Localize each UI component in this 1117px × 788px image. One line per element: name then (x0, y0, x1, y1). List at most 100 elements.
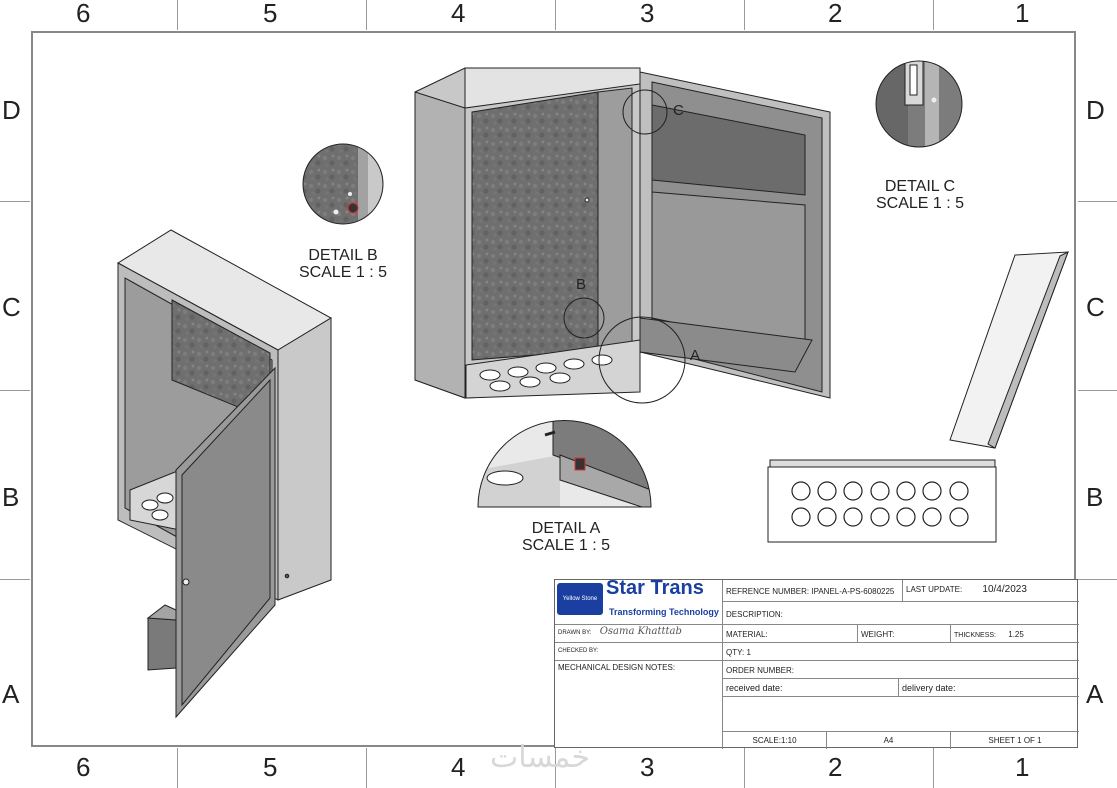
logo-badge: Yellow Stone (557, 583, 603, 615)
watermark: خمسات (490, 740, 591, 775)
logo-cell: Yellow Stone Star Trans Transforming Tec… (555, 577, 723, 625)
zone-row-d-left: D (2, 95, 21, 125)
blank-cell (723, 697, 1079, 732)
detail-a-view (478, 420, 651, 507)
received-cell: received date: (723, 679, 899, 697)
qty-label: QTY: (726, 648, 745, 657)
callout-letter-c: C (673, 102, 684, 119)
drawn-by-label: DRAWN BY: (558, 630, 592, 636)
qty-cell: QTY: 1 (723, 643, 1079, 661)
zone-col-2-top: 2 (828, 0, 843, 28)
zone-col-1-bottom: 1 (1015, 752, 1030, 782)
callout-letter-a: A (690, 347, 701, 364)
weight-cell: WEIGHT: (858, 625, 951, 643)
detail-b-label: DETAIL B SCALE 1 : 5 (285, 247, 401, 281)
delivery-label: delivery date: (902, 683, 956, 693)
zone-col-1-top: 1 (1015, 0, 1030, 28)
material-cell: MATERIAL: (723, 625, 858, 643)
isometric-enclosure-view (117, 229, 333, 719)
checked-by-cell: CHECKED BY: (555, 643, 723, 661)
drawn-by-value: Osama Khatttab (599, 626, 682, 637)
callout-circle-b (563, 297, 605, 339)
last-update-cell: LAST UPDATE: 10/4/2023 (903, 580, 1079, 602)
notes-label: MECHANICAL DESIGN NOTES: (558, 663, 676, 672)
zone-col-2-bottom: 2 (828, 752, 843, 782)
zone-tick (366, 748, 367, 788)
sheet-value: SHEET 1 OF 1 (988, 736, 1042, 745)
thickness-value: 1.25 (1008, 630, 1024, 639)
qty-value: 1 (746, 648, 751, 657)
logo-title: Star Trans (606, 577, 704, 599)
zone-tick (0, 579, 30, 580)
detail-c-title: DETAIL C (884, 178, 956, 195)
front-enclosure-view (414, 67, 831, 399)
last-update-value: 10/4/2023 (982, 584, 1027, 595)
weight-label: WEIGHT: (861, 630, 895, 639)
callout-circle-a (598, 316, 686, 404)
last-update-label: LAST UPDATE: (906, 585, 963, 594)
side-section-view (767, 250, 1069, 543)
description-cell: DESCRIPTION: (723, 602, 1079, 625)
zone-tick (177, 0, 178, 30)
zone-col-5-bottom: 5 (263, 752, 278, 782)
reference-value: IPANEL-A-PS-6080225 (811, 587, 895, 596)
zone-tick (555, 0, 556, 30)
zone-tick (0, 201, 30, 202)
detail-a-title: DETAIL A (531, 520, 601, 537)
zone-row-b-left: B (2, 482, 20, 512)
paper-value: A4 (883, 736, 894, 745)
detail-c-scale: SCALE 1 : 5 (875, 195, 965, 212)
zone-row-a-left: A (2, 679, 20, 709)
order-label: ORDER NUMBER: (726, 666, 795, 675)
detail-b-view (303, 144, 383, 224)
thickness-label: THICKNESS: (954, 632, 997, 639)
detail-a-label: DETAIL A SCALE 1 : 5 (508, 520, 624, 554)
zone-tick (744, 748, 745, 788)
callout-circle-c (622, 89, 668, 135)
title-block: Yellow Stone Star Trans Transforming Tec… (554, 577, 1079, 749)
scale-cell: SCALE:1:10 (723, 732, 827, 749)
order-cell: ORDER NUMBER: (723, 661, 1079, 679)
gland-plate-holes (791, 481, 969, 527)
zone-tick (555, 748, 556, 788)
zone-tick (0, 390, 30, 391)
reference-cell: REFRENCE NUMBER: IPANEL-A-PS-6080225 (723, 580, 903, 602)
detail-b-title: DETAIL B (308, 247, 378, 264)
zone-tick (933, 748, 934, 788)
notes-cell: MECHANICAL DESIGN NOTES: (555, 661, 723, 749)
received-label: received date: (726, 683, 783, 693)
zone-tick (177, 748, 178, 788)
zone-col-4-bottom: 4 (451, 752, 466, 782)
zone-col-6-bottom: 6 (76, 752, 91, 782)
sheet-cell: SHEET 1 OF 1 (951, 732, 1079, 749)
zone-row-b-right: B (1086, 482, 1104, 512)
drawing-frame (31, 31, 1076, 747)
drawn-by-cell: DRAWN BY: Osama Khatttab (555, 625, 723, 643)
zone-tick (1078, 201, 1117, 202)
reference-label: REFRENCE NUMBER: (726, 587, 810, 596)
zone-tick (933, 0, 934, 30)
zone-col-3-top: 3 (640, 0, 655, 28)
zone-row-c-right: C (1086, 292, 1105, 322)
detail-a-scale: SCALE 1 : 5 (521, 537, 611, 554)
detail-c-circle (875, 60, 963, 148)
zone-tick (366, 0, 367, 30)
thickness-cell: THICKNESS: 1.25 (951, 625, 1079, 643)
checked-by-label: CHECKED BY: (558, 648, 599, 654)
callout-letter-b: B (576, 276, 587, 293)
zone-col-6-top: 6 (76, 0, 91, 28)
delivery-cell: delivery date: (899, 679, 1079, 697)
description-label: DESCRIPTION: (726, 610, 783, 619)
zone-tick (1078, 390, 1117, 391)
detail-c-view (876, 61, 962, 147)
zone-col-5-top: 5 (263, 0, 278, 28)
zone-col-4-top: 4 (451, 0, 466, 28)
zone-tick (1078, 579, 1117, 580)
zone-row-a-right: A (1086, 679, 1104, 709)
detail-b-scale: SCALE 1 : 5 (298, 264, 388, 281)
zone-tick (744, 0, 745, 30)
logo-badge-text: Yellow Stone (562, 596, 598, 602)
scale-value: SCALE:1:10 (752, 736, 797, 745)
logo-tagline: Transforming Technology (609, 607, 719, 617)
